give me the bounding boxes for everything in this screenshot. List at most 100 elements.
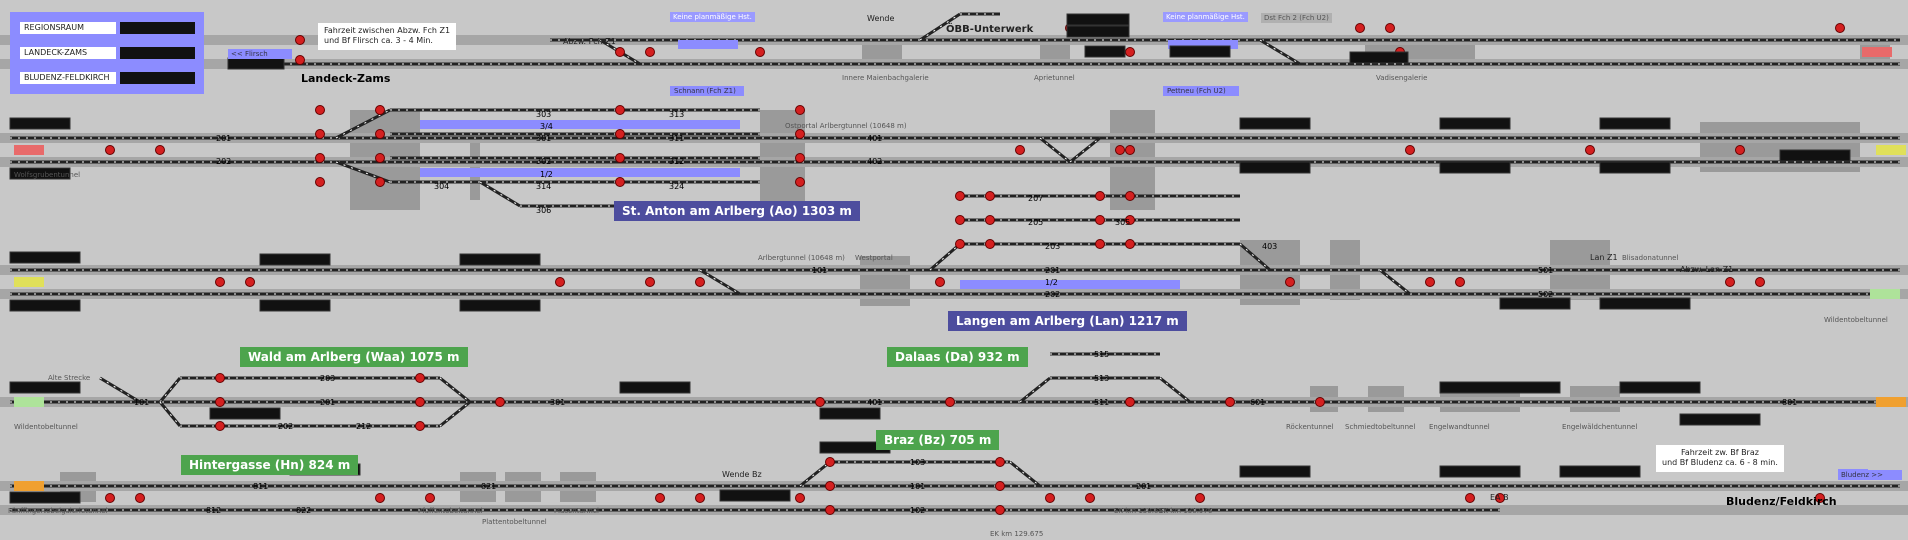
track-number: 324 <box>669 182 685 191</box>
signal-icon <box>955 191 965 201</box>
station-banner-st-anton[interactable]: St. Anton am Arlberg (Ao) 1303 m <box>614 201 860 221</box>
train-number-display <box>1066 13 1130 26</box>
signal-icon <box>245 277 255 287</box>
signal-icon <box>1725 277 1735 287</box>
note-keine-1: Keine planmäßige Hst. <box>670 12 755 22</box>
signal-icon <box>215 397 225 407</box>
note-dst-fch: Dst Fch 2 (Fch U2) <box>1261 13 1332 23</box>
station-banner-dalaas[interactable]: Dalaas (Da) 932 m <box>887 347 1028 367</box>
track-number: 513 <box>1094 374 1110 383</box>
train-number-display <box>1239 465 1311 478</box>
platform <box>960 280 1180 289</box>
track-rail <box>919 12 961 42</box>
signal-icon <box>1045 493 1055 503</box>
tunnel-plattentobel: Plattentobeltunnel <box>482 518 547 526</box>
signal-icon <box>1815 493 1825 503</box>
signal-icon <box>1125 47 1135 57</box>
tunnel-westportal: Westportal <box>855 254 893 262</box>
signal-icon <box>1385 23 1395 33</box>
signal-icon <box>375 493 385 503</box>
signal-icon <box>1015 145 1025 155</box>
platform-pettneu[interactable]: Pettneu (Fch U2) <box>1163 86 1239 96</box>
train-number-display <box>9 381 81 394</box>
track-number: 313 <box>669 110 685 119</box>
station-banner-braz[interactable]: Braz (Bz) 705 m <box>876 430 1000 450</box>
track-number: 305 <box>1115 218 1131 227</box>
track-number: 403 <box>1262 242 1278 251</box>
legend-row-landeck-zams[interactable]: LANDECK-ZAMS <box>20 47 195 59</box>
signal-icon <box>1125 191 1135 201</box>
signal-icon <box>295 55 305 65</box>
train-number-display <box>227 57 285 70</box>
signal-icon <box>105 145 115 155</box>
tunnel-wildentobel-left: Wildentobeltunnel <box>14 423 78 431</box>
platform <box>420 168 740 177</box>
track-ties <box>929 243 961 271</box>
track-number: 212 <box>356 422 372 431</box>
track-ties <box>439 401 471 427</box>
tunnel-arlberg-west: Arlbergtunnel (10648 m) <box>758 254 845 262</box>
signal-icon <box>555 277 565 287</box>
station-banner-hintergasse[interactable]: Hintergasse (Hn) 824 m <box>181 455 359 475</box>
signal-icon <box>1225 397 1235 407</box>
km-marker-1: EK km 130.657 <box>1114 507 1168 515</box>
signal-icon <box>425 493 435 503</box>
station-banner-wald[interactable]: Wald am Arlberg (Waa) 1075 m <box>240 347 468 367</box>
signal-icon <box>1315 397 1325 407</box>
signal-icon <box>695 493 705 503</box>
train-number-display <box>259 299 331 312</box>
track-number: 601 <box>1250 398 1266 407</box>
track-rail <box>699 268 741 296</box>
signal-icon <box>825 505 835 515</box>
signal-icon <box>415 373 425 383</box>
signal-icon <box>1285 277 1295 287</box>
signal-icon <box>955 215 965 225</box>
track-rail <box>158 401 182 427</box>
track-number: 101 <box>910 482 926 491</box>
platform-schnann[interactable]: Schnann (Fch Z1) <box>670 86 744 96</box>
station-banner-langen[interactable]: Langen am Arlberg (Lan) 1217 m <box>948 311 1187 331</box>
train-number-display <box>1169 45 1231 58</box>
track-number: 201 <box>1136 482 1152 491</box>
signal-icon <box>615 47 625 57</box>
track-ties <box>439 377 471 403</box>
place-wende: Wende <box>867 14 895 23</box>
signal-icon <box>315 177 325 187</box>
track-number: 101 <box>134 398 150 407</box>
signal-icon <box>815 397 825 407</box>
track-rail <box>1259 38 1301 66</box>
signal-icon <box>1125 215 1135 225</box>
signal-icon <box>645 47 655 57</box>
landeck-travel-note: Fahrzeit zwischen Abzw. Fch Z1 und Bf Fl… <box>318 23 457 50</box>
track-number: 401 <box>867 134 883 143</box>
legend-label: REGIONSRAUM <box>20 22 116 34</box>
track-number: 205 <box>1028 218 1044 227</box>
train-number-display <box>1239 161 1311 174</box>
track-number: 312 <box>669 157 685 166</box>
tunnel-pfaffentobel: Pfaffentobeltunnel <box>418 507 483 515</box>
nav-bludenz-button[interactable]: Bludenz >> <box>1838 470 1902 480</box>
track-ties <box>1039 137 1071 163</box>
track-ties <box>1009 461 1041 487</box>
track-ties <box>335 161 391 183</box>
legend-display <box>120 22 195 34</box>
signal-icon <box>215 421 225 431</box>
km-marker-2: EK km 130.976 <box>1159 507 1213 515</box>
signal-icon <box>615 177 625 187</box>
train-number-display <box>1679 413 1761 426</box>
signal-icon <box>1115 145 1125 155</box>
signal-icon <box>215 373 225 383</box>
signal-icon <box>1835 23 1845 33</box>
signal-icon <box>1405 145 1415 155</box>
legend-row-regionsraum[interactable]: REGIONSRAUM <box>20 22 195 34</box>
place-oebb-unterwerk: ÖBB-Unterwerk <box>946 24 1034 35</box>
signal-icon <box>1355 23 1365 33</box>
station-name-landeck: Landeck-Zams <box>301 72 391 85</box>
train-number-display <box>9 251 81 264</box>
platform <box>420 120 740 129</box>
train-number-display <box>619 381 691 394</box>
nav-flirsch-button[interactable]: << Flirsch <box>228 49 292 59</box>
signal-icon <box>1465 493 1475 503</box>
legend-row-bludenz-feldkirch[interactable]: BLUDENZ-FELDKIRCH <box>20 72 195 84</box>
signal-icon <box>755 47 765 57</box>
